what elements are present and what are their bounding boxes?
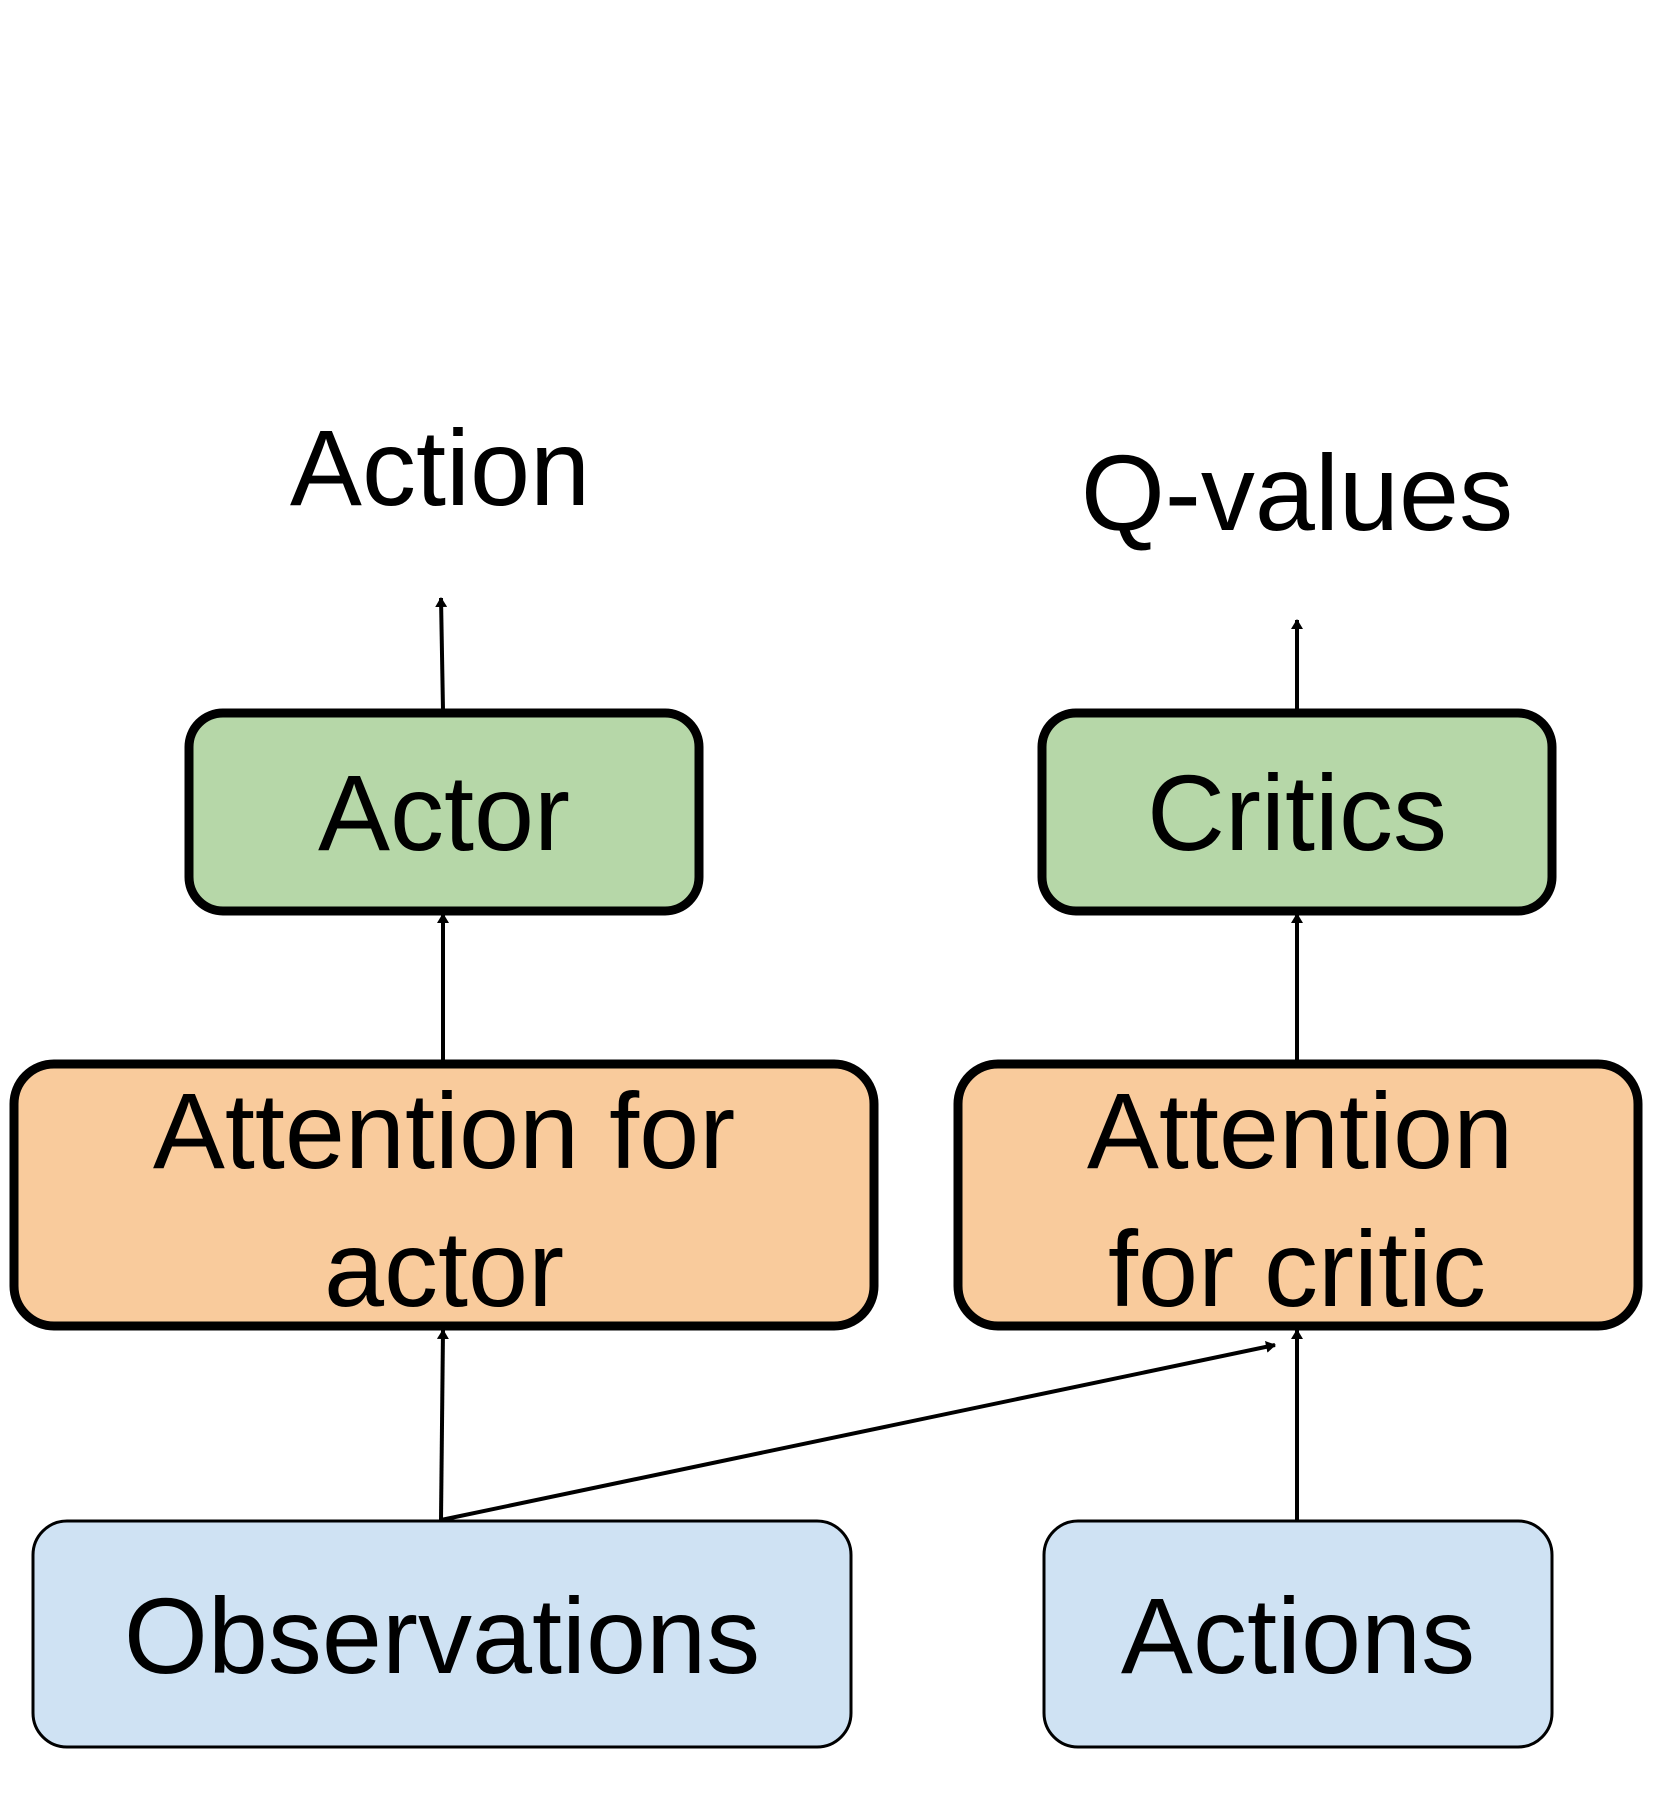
attention-critic-label-line1: Attention <box>1087 1070 1513 1191</box>
observations-box: Observations <box>31 1519 853 1749</box>
observations-label: Observations <box>124 1575 760 1696</box>
actions-label: Actions <box>1121 1575 1475 1696</box>
actor-label: Actor <box>318 752 570 873</box>
attention-actor-label-line2: actor <box>324 1208 564 1329</box>
arrow-observations-to-attention-critic <box>440 1340 1276 1522</box>
actions-box: Actions <box>1042 1519 1554 1749</box>
arrow-actor-to-action <box>435 597 448 711</box>
attention-actor-box: Attention for actor <box>9 1059 879 1331</box>
actor-box: Actor <box>184 708 704 916</box>
attention-critic-label-line2: for critic <box>1108 1208 1486 1329</box>
arrow-observations-to-attention-actor <box>436 1329 449 1521</box>
q-values-output-label: Q-values <box>1081 432 1513 553</box>
critics-label: Critics <box>1147 752 1447 873</box>
attention-actor-label-line1: Attention for <box>153 1070 735 1191</box>
attention-critic-box: Attention for critic <box>953 1059 1643 1331</box>
action-output-label: Action <box>290 407 590 528</box>
critics-box: Critics <box>1037 708 1557 916</box>
